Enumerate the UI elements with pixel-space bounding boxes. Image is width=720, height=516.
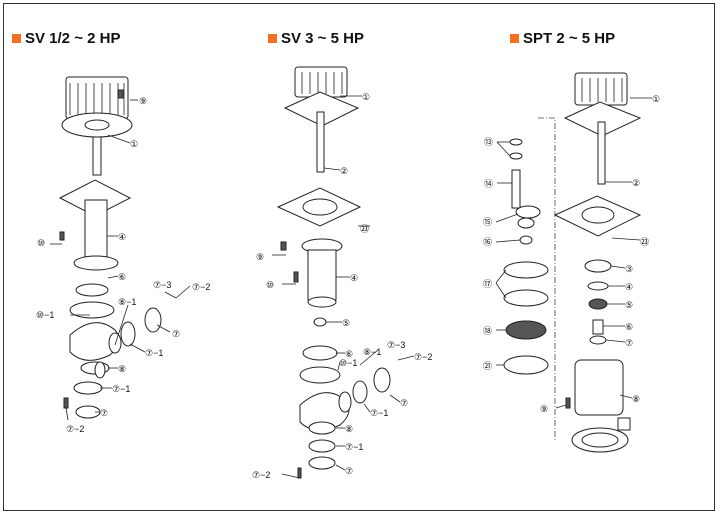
- callout-7: ⑦: [345, 466, 353, 476]
- seal-parts-right: [584, 259, 612, 345]
- callout-15: ⑮: [483, 217, 492, 227]
- callout-7-2: ⑦−2: [252, 470, 270, 480]
- impeller-parts: [59, 89, 162, 419]
- callout-8: ⑧: [345, 424, 353, 434]
- title-sv-mid: SV 3 ~ 5 HP: [268, 30, 364, 47]
- callout-7: ⑦: [400, 398, 408, 408]
- assembly-sv-small: ⑨ ① ④ ⑩ ⑥ ⑦−3 ⑦−2 ⑧−1 ⑩−1 ⑦ ⑦−1 ⑧ ⑦−1 ⑦ …: [36, 76, 210, 434]
- callout-21: ㉑: [483, 361, 492, 371]
- callout-1: ①: [362, 92, 370, 102]
- callout-3: ③: [625, 264, 633, 274]
- callout-17: ⑰: [483, 279, 492, 289]
- orange-square-icon: [12, 34, 21, 43]
- callout-10: ⑩: [37, 238, 45, 248]
- drawing-frame: [3, 3, 715, 511]
- motor-1: [61, 76, 133, 176]
- callout-2: ②: [340, 166, 348, 176]
- callout-10: ⑩: [266, 280, 274, 290]
- callout-2: ②: [632, 178, 640, 188]
- callout-16: ⑯: [483, 237, 492, 247]
- shaft-parts-left: [503, 138, 549, 375]
- leaders-sv-mid: [272, 95, 415, 479]
- motor-1: [283, 66, 360, 173]
- callout-13: ⑬: [484, 137, 493, 147]
- callout-23: ㉓: [640, 237, 649, 247]
- callout-8-1: ⑧−1: [363, 347, 381, 357]
- callout-23: ㉓: [360, 224, 369, 234]
- assembly-centerline: [538, 117, 556, 440]
- callout-7-1: ⑦−1: [370, 408, 388, 418]
- title-sv-small: SV 1/2 ~ 2 HP: [12, 30, 120, 47]
- callout-7-1: ⑦−1: [345, 442, 363, 452]
- callout-7-2: ⑦−2: [192, 282, 210, 292]
- callout-6: ⑥: [345, 349, 353, 359]
- callout-4: ④: [350, 273, 358, 283]
- callout-8: ⑧: [118, 364, 126, 374]
- callout-7-2: ⑦−2: [414, 352, 432, 362]
- callout-8-1: ⑧−1: [118, 297, 136, 307]
- casing-column-4: [276, 187, 362, 308]
- callout-6: ⑥: [625, 322, 633, 332]
- callout-7-3: ⑦−3: [387, 340, 405, 350]
- leaders-spt: [495, 97, 652, 409]
- callout-18: ⑱: [483, 326, 492, 336]
- assembly-sv-mid: ① ② ㉓ ⑨ ④ ⑩ ⑤ ⑥ ⑦−3 ⑧−1 ⑩−1 ⑦−2 ⑦ ⑦−1 ⑧ …: [252, 66, 432, 480]
- impeller-parts: [280, 241, 391, 479]
- callout-1: ①: [130, 139, 138, 149]
- callout-5: ⑤: [342, 318, 350, 328]
- callout-7: ⑦: [100, 408, 108, 418]
- callout-7-1: ⑦−1: [112, 384, 130, 394]
- motor-1: [563, 72, 642, 185]
- assembly-spt: ① ② ㉓ ③ ④ ⑤ ⑥ ⑦ ⑧ ⑨ ⑬ ⑭ ⑮ ⑯ ⑰ ⑱ ㉑: [483, 72, 660, 453]
- callout-5: ⑤: [625, 300, 633, 310]
- title-spt: SPT 2 ~ 5 HP: [510, 30, 615, 47]
- casing-column-4: [58, 179, 132, 271]
- leaders-sv-small: [50, 99, 191, 421]
- callout-9: ⑨: [256, 252, 264, 262]
- callout-9: ⑨: [540, 404, 548, 414]
- callout-7-2: ⑦−2: [66, 424, 84, 434]
- orange-square-icon: [510, 34, 519, 43]
- callout-7: ⑦: [172, 329, 180, 339]
- callout-4: ④: [118, 232, 126, 242]
- callout-7: ⑦: [625, 338, 633, 348]
- callout-6: ⑥: [118, 272, 126, 282]
- callout-8: ⑧: [632, 394, 640, 404]
- callout-4: ④: [625, 282, 633, 292]
- callout-10-1: ⑩−1: [36, 310, 54, 320]
- callout-7-1: ⑦−1: [145, 348, 163, 358]
- callout-7-3: ⑦−3: [153, 280, 171, 290]
- orange-square-icon: [268, 34, 277, 43]
- callout-1: ①: [652, 94, 660, 104]
- pump-body-8: [565, 359, 631, 453]
- callout-14: ⑭: [484, 179, 493, 189]
- callout-9: ⑨: [139, 96, 147, 106]
- callout-10-1: ⑩−1: [339, 358, 357, 368]
- mounting-plate-23: [553, 195, 642, 237]
